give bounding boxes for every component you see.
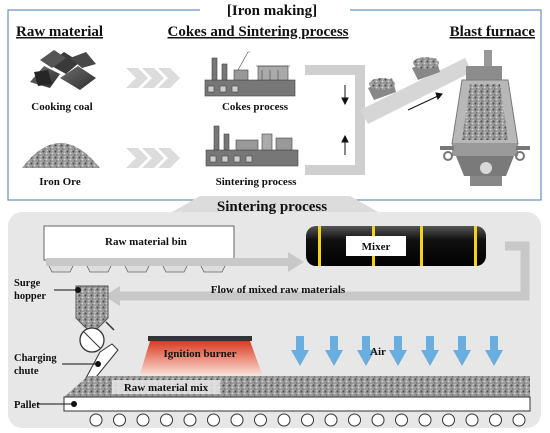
air-arrow-icon: [291, 336, 309, 366]
arrow-icon: [407, 92, 443, 111]
roller-icon: [136, 413, 150, 427]
roller-icon: [301, 413, 314, 427]
roller-icon: [395, 413, 408, 427]
surge-hopper: [75, 285, 109, 331]
ignition-burner-label: Ignition burner: [163, 348, 236, 360]
mixed-flow-line: [116, 241, 530, 301]
arrow-icon: [104, 286, 120, 306]
raw-material-bin: [43, 225, 235, 273]
charging-chute: [85, 343, 119, 383]
iron-ore-label: Iron Ore: [39, 176, 81, 188]
chevron-arrow-icon: [126, 148, 180, 168]
roller-icon: [183, 413, 197, 427]
roller-icon: [277, 413, 291, 427]
flow-label: Flow of mixed raw materials: [211, 284, 346, 296]
blast-furnace-header: Blast furnace: [450, 24, 536, 40]
sintering-process-label: Sintering process: [216, 176, 297, 188]
arrow-icon: [288, 252, 304, 272]
roller-icon: [207, 413, 220, 427]
roller-icon: [418, 413, 432, 427]
arrow-icon: [341, 85, 349, 155]
roller-icon: [230, 413, 244, 427]
sintering-process-title: Sintering process: [217, 199, 327, 215]
furnace-conveyor: [360, 58, 472, 124]
mixer: [306, 226, 486, 266]
roller-icon: [324, 413, 338, 427]
cooking-coal-label: Cooking coal: [31, 101, 92, 113]
cokes-sintering-header: Cokes and Sintering process: [168, 24, 349, 40]
iron-making-title: [Iron making]: [227, 3, 317, 19]
feed-line: [46, 258, 290, 266]
roller-icon: [113, 413, 126, 427]
sintering-factory-icon: [205, 125, 299, 167]
charging-chute-label-1: Charging: [14, 353, 57, 364]
sintering-panel: Sintering process Raw material bin Mixer: [8, 196, 541, 428]
air-arrow-icon: [421, 336, 439, 366]
pallet: [63, 396, 531, 412]
raw-material-header: Raw material: [16, 24, 103, 40]
pallet-rollers: [89, 413, 526, 427]
air-label: Air: [370, 346, 386, 358]
roller-icon: [442, 413, 455, 427]
roller-icon: [465, 413, 479, 427]
pallet-label: Pallet: [14, 400, 40, 411]
raw-material-bin-label: Raw material bin: [105, 236, 187, 248]
skip-car-icon: [368, 57, 440, 100]
iron-making-panel: [Iron making] Raw material Cokes and Sin…: [7, 2, 542, 201]
coal-pile-icon: [30, 50, 96, 90]
chevron-arrow-icon: [126, 68, 180, 88]
cokes-process-label: Cokes process: [222, 101, 289, 113]
air-arrows: [291, 336, 503, 366]
air-arrow-icon: [325, 336, 343, 366]
roller-icon: [89, 413, 103, 427]
air-arrow-icon: [453, 336, 471, 366]
roller-icon: [254, 413, 267, 427]
mixer-label: Mixer: [362, 241, 391, 253]
raw-material-mix-label: Raw material mix: [124, 382, 209, 394]
roller-icon: [348, 413, 361, 427]
blast-furnace-icon: [440, 50, 530, 186]
surge-hopper-label-1: Surge: [14, 278, 41, 289]
roller-icon: [489, 413, 502, 427]
iron-ore-pile-icon: [22, 143, 100, 168]
ignition-burner: [140, 336, 262, 374]
roller-icon: [512, 413, 526, 427]
cokes-factory-icon: [204, 51, 296, 97]
feed-connector: [305, 65, 365, 175]
charging-chute-label-2: chute: [14, 366, 39, 377]
air-arrow-icon: [357, 336, 375, 366]
surge-hopper-label-2: hopper: [14, 291, 46, 302]
roller-icon: [371, 413, 385, 427]
air-arrow-icon: [389, 336, 407, 366]
roller-icon: [160, 413, 173, 427]
air-arrow-icon: [485, 336, 503, 366]
